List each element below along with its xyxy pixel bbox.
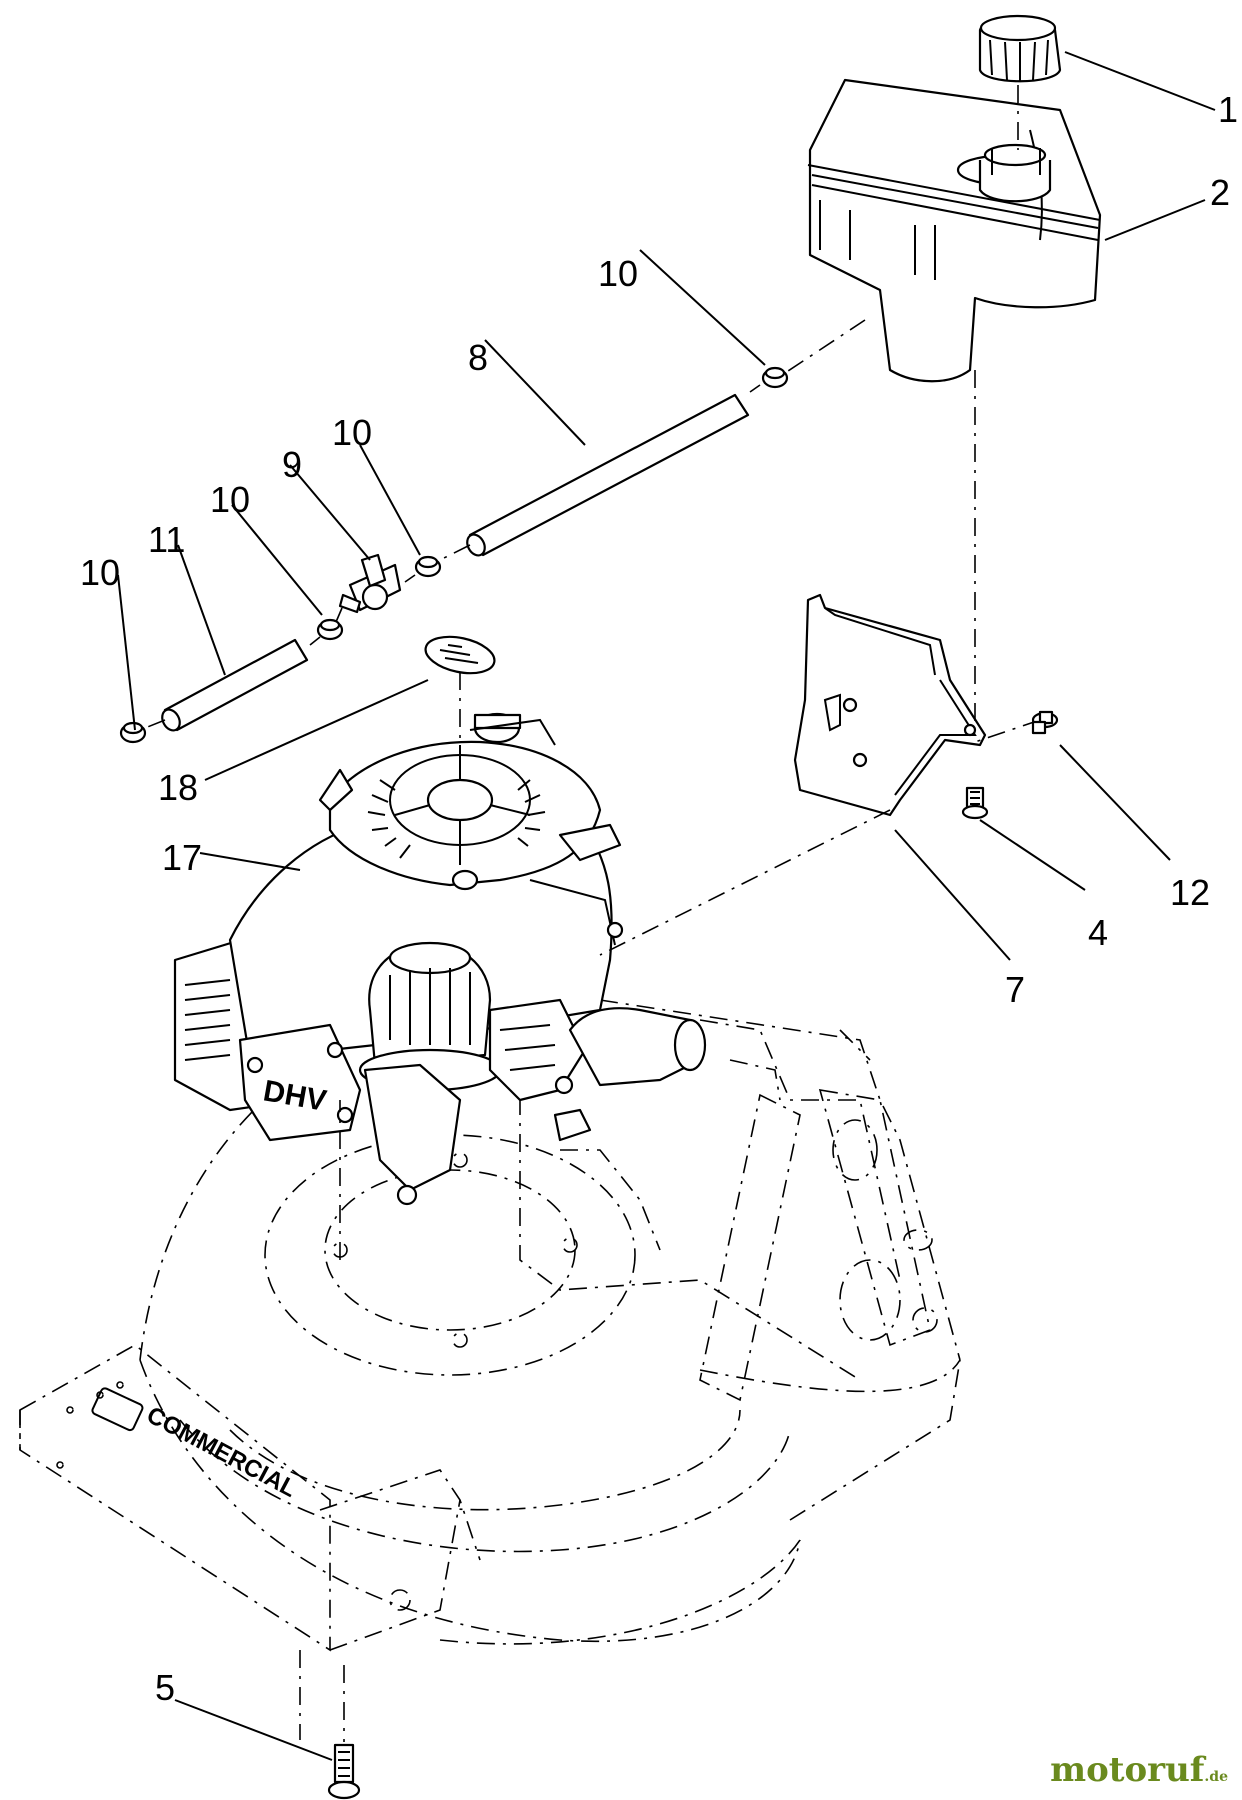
bolt-12: [1031, 710, 1059, 735]
callout-8: 8: [468, 337, 488, 378]
callout-10-d: 10: [80, 552, 120, 593]
deck-brand-text: COMMERCIAL: [142, 1401, 301, 1502]
mower-deck: COMMERCIAL: [19, 999, 961, 1740]
callout-9: 9: [282, 444, 302, 485]
fuel-hose-lower: [161, 638, 309, 732]
callout-7: 7: [1005, 969, 1025, 1010]
callout-1: 1: [1218, 89, 1238, 130]
callout-10-a: 10: [598, 253, 638, 294]
callout-10-c: 10: [210, 479, 250, 520]
callout-labels: 1 2 10 8 10 9 10 11 10 18 17 12 4 7 5: [80, 89, 1238, 1708]
callout-10-b: 10: [332, 412, 372, 453]
watermark-main: motoruf: [1050, 1750, 1205, 1790]
callout-17: 17: [162, 837, 202, 878]
engine-decal: [424, 635, 496, 675]
hose-clamp: [119, 366, 789, 744]
watermark-suffix: .de: [1204, 1769, 1228, 1785]
leader-lines: [117, 51, 1216, 1761]
tank-bracket: [793, 593, 987, 817]
callout-18: 18: [158, 767, 198, 808]
callout-4: 4: [1088, 912, 1108, 953]
watermark: motoruf.de: [1050, 1750, 1228, 1790]
callout-5: 5: [155, 1667, 175, 1708]
fuel-tank: [807, 78, 1102, 383]
callout-2: 2: [1210, 172, 1230, 213]
engine: DHV: [173, 712, 707, 1206]
fuel-hose-upper: [466, 393, 750, 557]
fuel-cap: [978, 14, 1062, 83]
fuel-shutoff-valve: [338, 553, 402, 614]
callout-12: 12: [1170, 872, 1210, 913]
bolt-4: [961, 786, 989, 820]
callout-11: 11: [148, 519, 185, 560]
bolt-5: [327, 1743, 361, 1800]
